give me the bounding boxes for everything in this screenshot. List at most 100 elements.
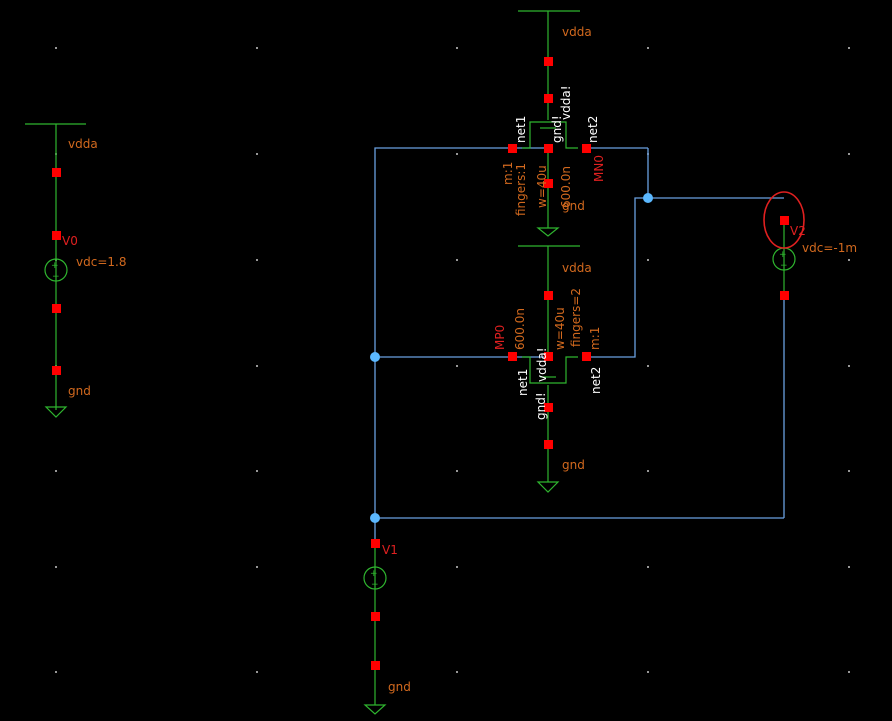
net-label-gnd: gnd xyxy=(562,458,585,472)
pin[interactable] xyxy=(371,661,380,670)
grid-dot xyxy=(456,671,458,673)
pin[interactable] xyxy=(52,168,61,177)
grid-dot xyxy=(256,47,258,49)
grid-dot xyxy=(256,153,258,155)
mn0-transistor[interactable]: vdda vdda! net1 gnd! net2 m:1 fingers:1 … xyxy=(501,10,606,237)
pin[interactable] xyxy=(544,144,553,153)
pin[interactable] xyxy=(544,440,553,449)
v2-minus: − xyxy=(780,261,788,271)
pin[interactable] xyxy=(544,403,553,412)
pin[interactable] xyxy=(780,216,789,225)
v2-plus: + xyxy=(779,250,787,260)
pin[interactable] xyxy=(544,57,553,66)
wires[interactable] xyxy=(374,147,785,545)
gnd-symbol-mp0 xyxy=(536,481,560,493)
instance-name-v1: V1 xyxy=(382,543,398,557)
v0-source[interactable]: + − vdda V0 vdc=1.8 gnd xyxy=(25,123,126,418)
v1-circle xyxy=(363,566,387,590)
grid-dot xyxy=(848,671,850,673)
param-v2: vdc=-1m xyxy=(802,241,857,255)
pin[interactable] xyxy=(371,539,380,548)
mp0-transistor[interactable]: vdda MP0 600.0n w=40u fingers=2 m:1 vdda… xyxy=(493,245,603,493)
grid-dot xyxy=(848,153,850,155)
mp0-l-param: 600.0n xyxy=(513,308,527,350)
pin[interactable] xyxy=(544,352,553,361)
grid-dot xyxy=(647,259,649,261)
v1-source[interactable]: + − V1 gnd xyxy=(363,539,411,715)
net-label-gnd: gnd xyxy=(562,199,585,213)
instance-name-v0: V0 xyxy=(62,234,78,248)
v0-minus: − xyxy=(52,272,60,282)
pin[interactable] xyxy=(780,291,789,300)
wire-net1[interactable] xyxy=(374,147,548,518)
pin[interactable] xyxy=(52,304,61,313)
grid-dot xyxy=(256,470,258,472)
v2-source[interactable]: + − V2 vdc=-1m xyxy=(763,191,857,300)
grid-dot xyxy=(55,671,57,673)
grid-dot xyxy=(55,566,57,568)
pin[interactable] xyxy=(371,612,380,621)
grid-dot xyxy=(256,671,258,673)
mp0-channel xyxy=(522,356,578,384)
grid-dot xyxy=(647,470,649,472)
param-v0: vdc=1.8 xyxy=(76,255,126,269)
wire-net2[interactable] xyxy=(586,197,648,358)
instance-name-mn0: MN0 xyxy=(592,155,606,182)
grid-dot xyxy=(848,365,850,367)
v2-selection-highlight xyxy=(763,191,805,249)
v0-circle xyxy=(44,258,68,282)
grid-dot xyxy=(55,47,57,49)
pin[interactable] xyxy=(544,94,553,103)
junction xyxy=(370,513,380,523)
instance-name-mp0: MP0 xyxy=(493,325,507,350)
junction xyxy=(643,193,653,203)
mp0-net1-label: net1 xyxy=(516,369,530,396)
net-label-vdda: vdda xyxy=(562,261,592,275)
grid-dot xyxy=(848,259,850,261)
grid-dot xyxy=(256,365,258,367)
grid-dot xyxy=(256,566,258,568)
pin[interactable] xyxy=(582,352,591,361)
mn0-m-param: m:1 xyxy=(501,162,515,185)
v1-plus: + xyxy=(370,569,378,579)
grid-dot xyxy=(848,470,850,472)
mp0-m-param: m:1 xyxy=(588,327,602,350)
mp0-gnd-label: gnd! xyxy=(534,392,548,420)
pin[interactable] xyxy=(508,352,517,361)
pin[interactable] xyxy=(544,291,553,300)
gnd-symbol-v0 xyxy=(44,406,68,418)
grid-dot xyxy=(848,47,850,49)
mp0-net2-label: net2 xyxy=(589,367,603,394)
mn0-net2-label: net2 xyxy=(586,116,600,143)
grid-dot xyxy=(456,470,458,472)
pin[interactable] xyxy=(544,179,553,188)
grid-dots xyxy=(55,47,850,673)
grid-dot xyxy=(647,47,649,49)
pin[interactable] xyxy=(52,231,61,240)
pin[interactable] xyxy=(508,144,517,153)
grid-dot xyxy=(456,259,458,261)
instance-name-v2: V2 xyxy=(790,224,806,238)
mp0-bulk-label: vdda! xyxy=(535,348,549,383)
mn0-bulk-label: vdda! xyxy=(559,86,573,121)
net-label-vdda: vdda xyxy=(68,137,98,151)
grid-dot xyxy=(647,365,649,367)
mn0-channel xyxy=(522,121,578,149)
pin[interactable] xyxy=(52,366,61,375)
mn0-l-param: 600.0n xyxy=(559,166,573,208)
mp0-w-param: w=40u xyxy=(553,307,567,350)
net-label-gnd: gnd xyxy=(68,384,91,398)
grid-dot xyxy=(848,566,850,568)
grid-dot xyxy=(456,47,458,49)
grid-dot xyxy=(647,566,649,568)
pin[interactable] xyxy=(582,144,591,153)
grid-dot xyxy=(456,153,458,155)
grid-dot xyxy=(256,259,258,261)
v0-plus: + xyxy=(51,261,59,271)
grid-dot xyxy=(456,365,458,367)
mn0-net1-label: net1 xyxy=(514,116,528,143)
mn0-w-param: w=40u xyxy=(535,165,549,208)
gnd-symbol-v1 xyxy=(363,704,387,715)
